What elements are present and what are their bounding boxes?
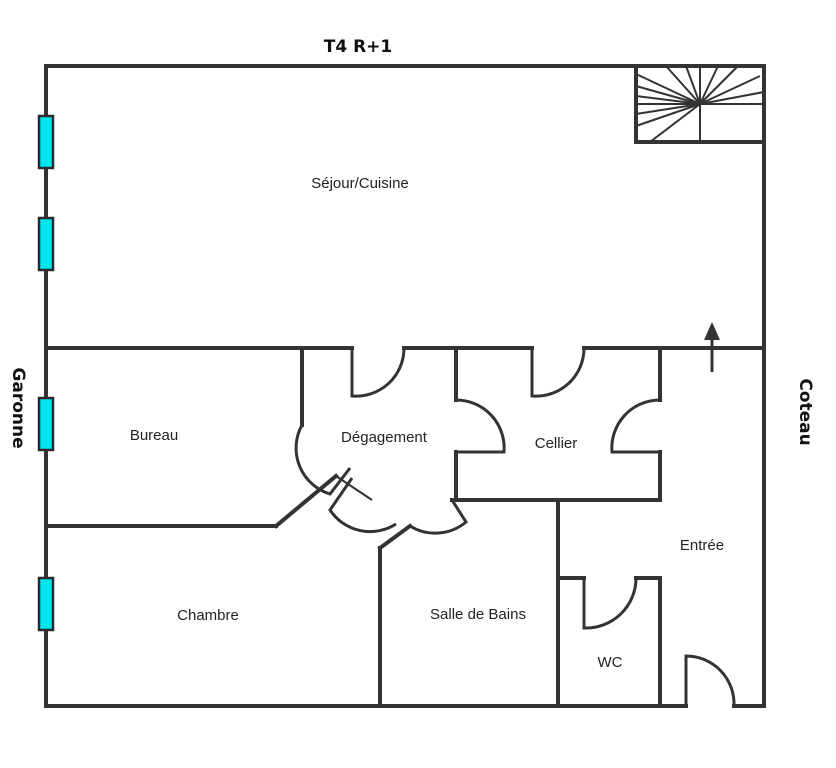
room-label-wc: WC [598, 654, 623, 671]
room-label-sejour: Séjour/Cuisine [311, 175, 409, 192]
staircase-icon [634, 64, 766, 144]
plan-title: T4 R+1 [324, 37, 393, 57]
outer-walls [44, 64, 766, 708]
window-2 [37, 216, 55, 272]
room-label-chambre: Chambre [177, 607, 239, 624]
side-label-right: Coteau [795, 378, 815, 445]
window-1 [37, 114, 55, 170]
room-label-salle-de-bains: Salle de Bains [430, 606, 526, 623]
interior-walls [44, 346, 766, 708]
side-label-left: Garonne [8, 367, 28, 448]
doors [294, 347, 736, 707]
windows [37, 114, 55, 632]
room-label-degagement: Dégagement [341, 429, 428, 446]
arrow-up-icon [704, 322, 720, 372]
room-label-entree: Entrée [680, 537, 724, 554]
room-label-bureau: Bureau [130, 427, 178, 444]
room-label-cellier: Cellier [535, 435, 578, 452]
window-4 [37, 576, 55, 632]
window-3 [37, 396, 55, 452]
